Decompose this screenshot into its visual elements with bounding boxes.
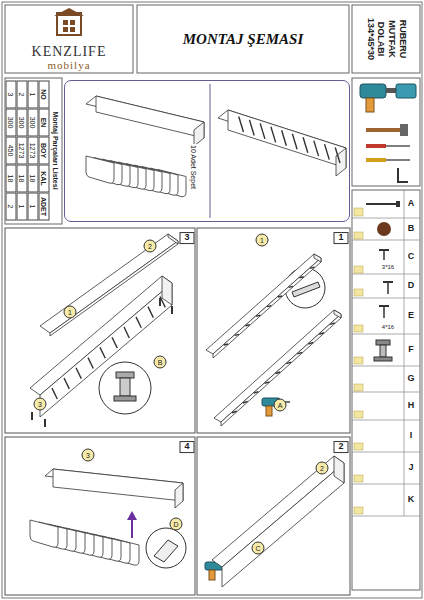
table-header-cell: NO (39, 81, 50, 109)
table-cell: 18 (6, 165, 17, 193)
hardware-letter: F (408, 345, 414, 355)
table-cell: 1 (28, 193, 39, 221)
table-header-cell: ADET (39, 193, 50, 221)
table-header-cell: BOY (39, 137, 50, 165)
table-header-cell: KAL (39, 165, 50, 193)
hardware-letter: C (408, 252, 415, 262)
step-number: 3 (180, 232, 195, 244)
table-heading: Montaj Parçaları Listesi (52, 111, 60, 189)
callout-number: 3 (82, 449, 95, 462)
callout-number: 1 (64, 306, 77, 319)
table-cell: 2 (17, 81, 28, 109)
basket-count: 10 Adet Sepet (189, 144, 197, 190)
step-number: 4 (180, 441, 195, 453)
hardware-letter: E (408, 311, 414, 321)
callout-number: 2 (144, 240, 157, 253)
step-number: 2 (334, 441, 349, 453)
table-cell: 300 (6, 109, 17, 137)
callout-number: B (154, 356, 167, 369)
callout-number: 2 (316, 462, 329, 475)
table-cell: 18 (28, 165, 39, 193)
step-number: 1 (334, 232, 349, 244)
hardware-letter: B (408, 224, 415, 234)
table-cell: 1273 (17, 137, 28, 165)
overview-panel: 10 Adet Sepet (64, 80, 350, 222)
hardware-letter: G (407, 374, 414, 384)
step-panel: 2 (197, 437, 350, 595)
table-cell: 300 (17, 109, 28, 137)
hardware-size: 4*16 (381, 324, 395, 331)
logo-box: KENZLIFEmobilya (5, 5, 133, 73)
hardware-letter: H (408, 401, 415, 411)
callout-number: 3 (34, 398, 47, 411)
table-cell: 1 (17, 193, 28, 221)
callout-number: C (252, 542, 265, 555)
table-cell: 300 (28, 109, 39, 137)
table-cell: 18 (17, 165, 28, 193)
table-cell: 1 (28, 81, 39, 109)
table-cell: 1273 (28, 137, 39, 165)
title-text: MONTAJ ŞEMASI (183, 31, 303, 48)
callout-number: D (170, 518, 183, 531)
product-name: RUBERU MUTFAK DOLABI 134*45*30 (364, 8, 407, 70)
hardware-letter: D (408, 281, 415, 291)
callout-number: 1 (256, 234, 269, 247)
hardware-letter: K (408, 495, 415, 505)
table-cell: 3 (6, 81, 17, 109)
step-panel: 4 (5, 437, 195, 595)
brand-name: KENZLIFE (32, 44, 107, 59)
hardware-size: 3*16 (381, 264, 395, 271)
table-header-cell: EN (39, 109, 50, 137)
hardware-letter: I (410, 431, 413, 441)
product-box: RUBERU MUTFAK DOLABI 134*45*30 (352, 5, 420, 73)
hardware-letter: J (408, 463, 413, 473)
hardware-letter: A (408, 199, 415, 209)
brand-subtitle: mobilya (47, 59, 90, 71)
callout-number: A (274, 399, 287, 412)
parts-table: Montaj Parçaları ListesiNOENBOYKALADET13… (6, 81, 61, 221)
table-cell: 2 (6, 193, 17, 221)
table-cell: 450 (6, 137, 17, 165)
